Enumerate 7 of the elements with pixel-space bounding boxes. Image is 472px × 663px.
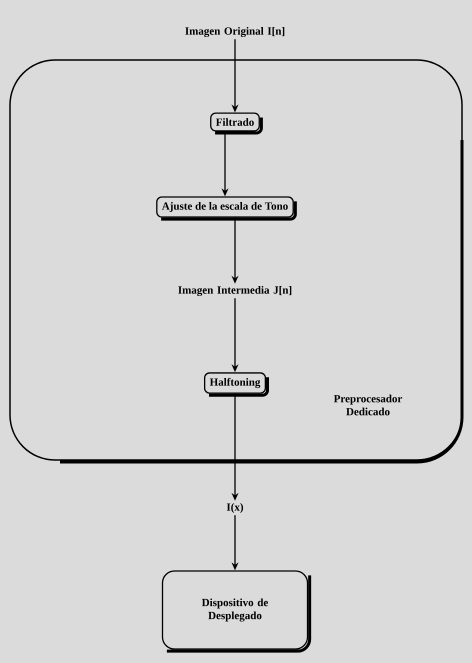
process-box: Ajuste de la escala de Tono [156,196,297,221]
process-box: Filtrado [210,112,263,135]
label-text: Imagen Original I[n] [185,26,284,38]
process-box: Halftoning [204,372,270,397]
label-text: I(x) [226,503,244,513]
process-box: Dispositivo de Desplegado [162,570,312,653]
label-text: Imagen Intermedia J[n] [178,286,292,296]
